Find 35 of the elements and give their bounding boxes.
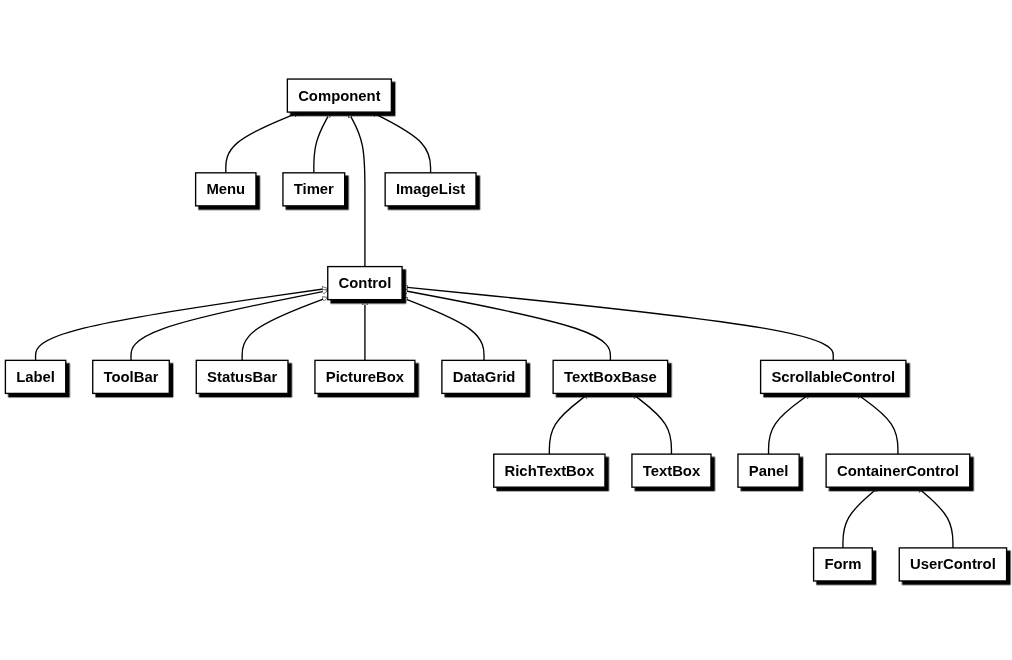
- node-box: Form: [812, 547, 873, 582]
- node-box: RichTextBox: [493, 453, 606, 488]
- arrow: [371, 111, 432, 174]
- node-box: DataGrid: [441, 359, 527, 395]
- arrow: [401, 288, 612, 362]
- arrow: [548, 393, 590, 455]
- arrow: [241, 296, 328, 362]
- node-box: UserControl: [898, 547, 1008, 582]
- arrow: [225, 111, 300, 174]
- node-box: Label: [4, 359, 67, 395]
- node-box: TextBoxBase: [552, 359, 669, 395]
- arrow: [401, 296, 485, 362]
- node-box: Timer: [282, 172, 346, 207]
- node-box: StatusBar: [195, 359, 289, 395]
- arrow: [34, 286, 328, 362]
- arrow: [767, 393, 811, 455]
- node-box: Menu: [194, 172, 257, 207]
- arrow: [917, 486, 954, 549]
- arrow: [631, 393, 673, 455]
- node-box: PictureBox: [314, 359, 416, 395]
- node-box: Panel: [737, 453, 800, 488]
- arrow: [855, 393, 899, 455]
- node-box: ScrollableControl: [759, 359, 907, 395]
- node-box: Control: [327, 265, 403, 301]
- arrow: [401, 284, 834, 362]
- node-box: TextBox: [631, 453, 712, 488]
- node-box: ContainerControl: [825, 453, 971, 488]
- arrow: [348, 111, 366, 268]
- arrow: [130, 288, 328, 362]
- node-box: ToolBar: [92, 359, 170, 395]
- node-box: ImageList: [384, 172, 477, 207]
- arrow: [361, 299, 368, 362]
- arrow: [313, 111, 331, 174]
- node-box: Component: [286, 78, 393, 113]
- arrow: [842, 486, 879, 549]
